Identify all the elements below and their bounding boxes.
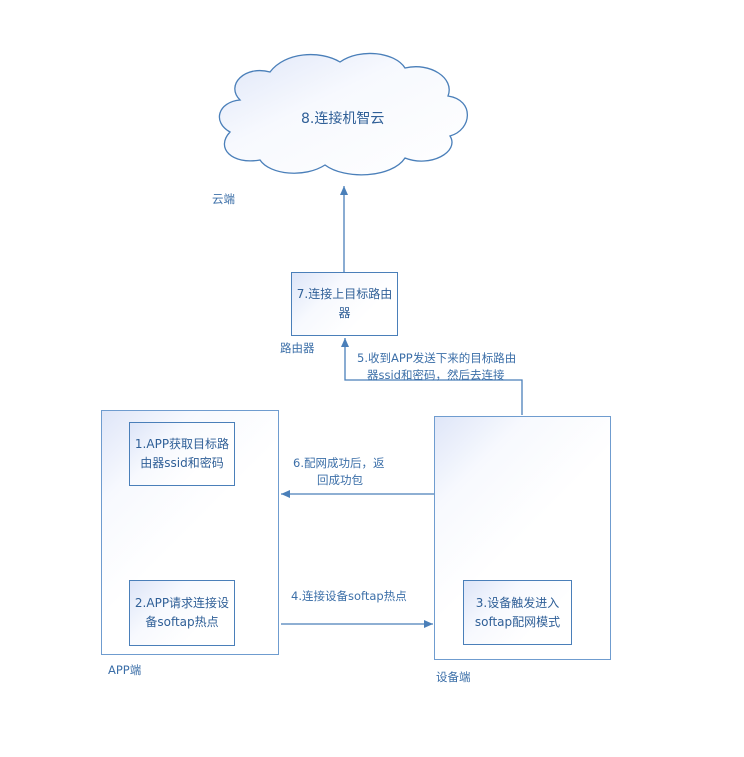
zone-label-cloud: 云端 [212, 192, 235, 206]
router-box: 7.连接上目标路由器 [291, 272, 398, 336]
edge-label-step5-line2: 器ssid和密码，然后去连接 [367, 368, 505, 382]
zone-label-router: 路由器 [280, 341, 315, 355]
edge-label-step6-line1: 6.配网成功后，返 [293, 456, 385, 470]
cloud-label: 8.连接机智云 [301, 111, 385, 127]
cloud-shape [218, 52, 468, 176]
edge-label-step4: 4.连接设备softap热点 [291, 589, 407, 603]
device-step3-text: 3.设备触发进入softap配网模式 [474, 595, 561, 629]
device-step3-box: 3.设备触发进入softap配网模式 [463, 580, 572, 645]
app-step1-box: 1.APP获取目标路由器ssid和密码 [129, 422, 235, 486]
router-box-text: 7.连接上目标路由器 [296, 287, 393, 320]
app-step2-box: 2.APP请求连接设备softap热点 [129, 580, 235, 646]
zone-label-device: 设备端 [436, 670, 471, 684]
edge-label-step5-line1: 5.收到APP发送下来的目标路由 [357, 351, 517, 365]
zone-label-app: APP端 [108, 663, 142, 677]
app-step1-text: 1.APP获取目标路由器ssid和密码 [134, 437, 230, 470]
edge-step5 [341, 338, 523, 415]
app-step2-text: 2.APP请求连接设备softap热点 [134, 596, 230, 629]
edge-label-step6-line2: 回成功包 [317, 473, 363, 487]
